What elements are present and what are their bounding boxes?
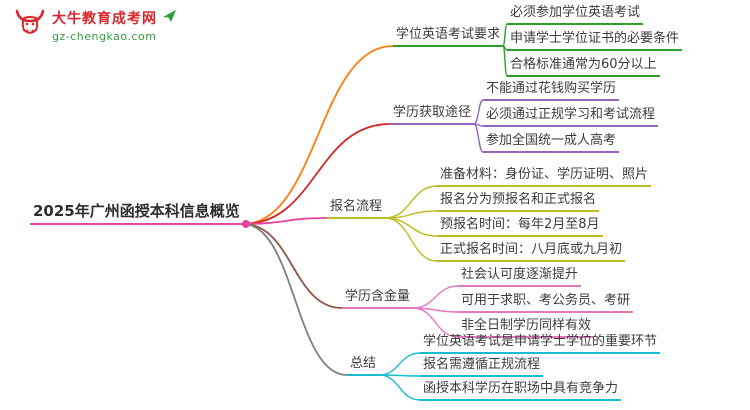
branch-node-registration-process[interactable]: 报名流程 — [327, 199, 386, 219]
link-branch-2-child-2 — [384, 217, 438, 237]
link-branch-4-child-0 — [378, 352, 421, 376]
link-root-branch-0 — [242, 45, 394, 225]
link-root-branch-4 — [242, 223, 348, 376]
leaf-node[interactable]: 函授本科学历在职场中具有竞争力 — [420, 381, 622, 401]
leaf-node[interactable]: 参加全国统一成人高考 — [483, 133, 620, 153]
link-branch-3-child-2 — [412, 307, 459, 338]
leaf-node[interactable]: 申请学士学位证书的必要条件 — [507, 31, 683, 51]
link-branch-2-child-0 — [384, 185, 438, 219]
paper-plane-icon — [163, 10, 176, 22]
root-node[interactable]: 2025年广州函授本科信息概览 — [30, 202, 243, 225]
link-branch-3-child-0 — [412, 285, 459, 309]
link-root-branch-3 — [242, 223, 343, 309]
link-root-branch-1 — [242, 123, 391, 225]
leaf-node[interactable]: 必须参加学位英语考试 — [507, 5, 644, 25]
branch-node-summary[interactable]: 总结 — [347, 356, 380, 376]
logo-text-block: 大牛教育成考网 gz-chengkao.com — [52, 8, 157, 43]
branch-node-degree-acquisition[interactable]: 学历获取途径 — [390, 105, 475, 125]
logo-title: 大牛教育成考网 — [52, 11, 157, 27]
link-branch-1-child-0 — [473, 99, 484, 125]
root-node-dot — [242, 220, 250, 228]
site-logo[interactable]: 大牛教育成考网 gz-chengkao.com — [14, 8, 177, 43]
leaf-node[interactable]: 准备材料：身份证、学历证明、照片 — [437, 167, 652, 187]
link-branch-1-child-2 — [473, 123, 484, 153]
logo-subtitle: gz-chengkao.com — [52, 30, 157, 43]
link-branch-0-child-2 — [502, 45, 508, 77]
leaf-node[interactable]: 社会认可度逐渐提升 — [458, 267, 582, 287]
leaf-node[interactable]: 可用于求职、考公务员、考研 — [458, 293, 634, 313]
leaf-node[interactable]: 不能通过花钱购买学历 — [483, 81, 620, 101]
bull-logo-icon — [15, 9, 45, 34]
link-root-branch-2 — [242, 217, 328, 225]
branch-node-exam-requirements[interactable]: 学位英语考试要求 — [393, 27, 504, 47]
branch-node-degree-value[interactable]: 学历含金量 — [342, 289, 414, 309]
link-branch-4-child-2 — [378, 374, 421, 401]
leaf-node[interactable]: 报名分为预报名和正式报名 — [437, 192, 600, 212]
leaf-node[interactable]: 正式报名时间：八月底或九月初 — [437, 242, 626, 262]
leaf-node[interactable]: 必须通过正规学习和考试流程 — [483, 107, 659, 127]
leaf-node[interactable]: 预报名时间：每年2月至8月 — [437, 217, 603, 237]
leaf-node[interactable]: 合格标准通常为60分以上 — [507, 57, 660, 77]
link-branch-2-child-3 — [384, 217, 438, 262]
leaf-node[interactable]: 非全日制学历同样有效 — [458, 318, 595, 338]
leaf-node[interactable]: 报名需遵循正规流程 — [420, 357, 544, 377]
leaf-node[interactable]: 学位英语考试是申请学士学位的重要环节 — [420, 334, 661, 354]
